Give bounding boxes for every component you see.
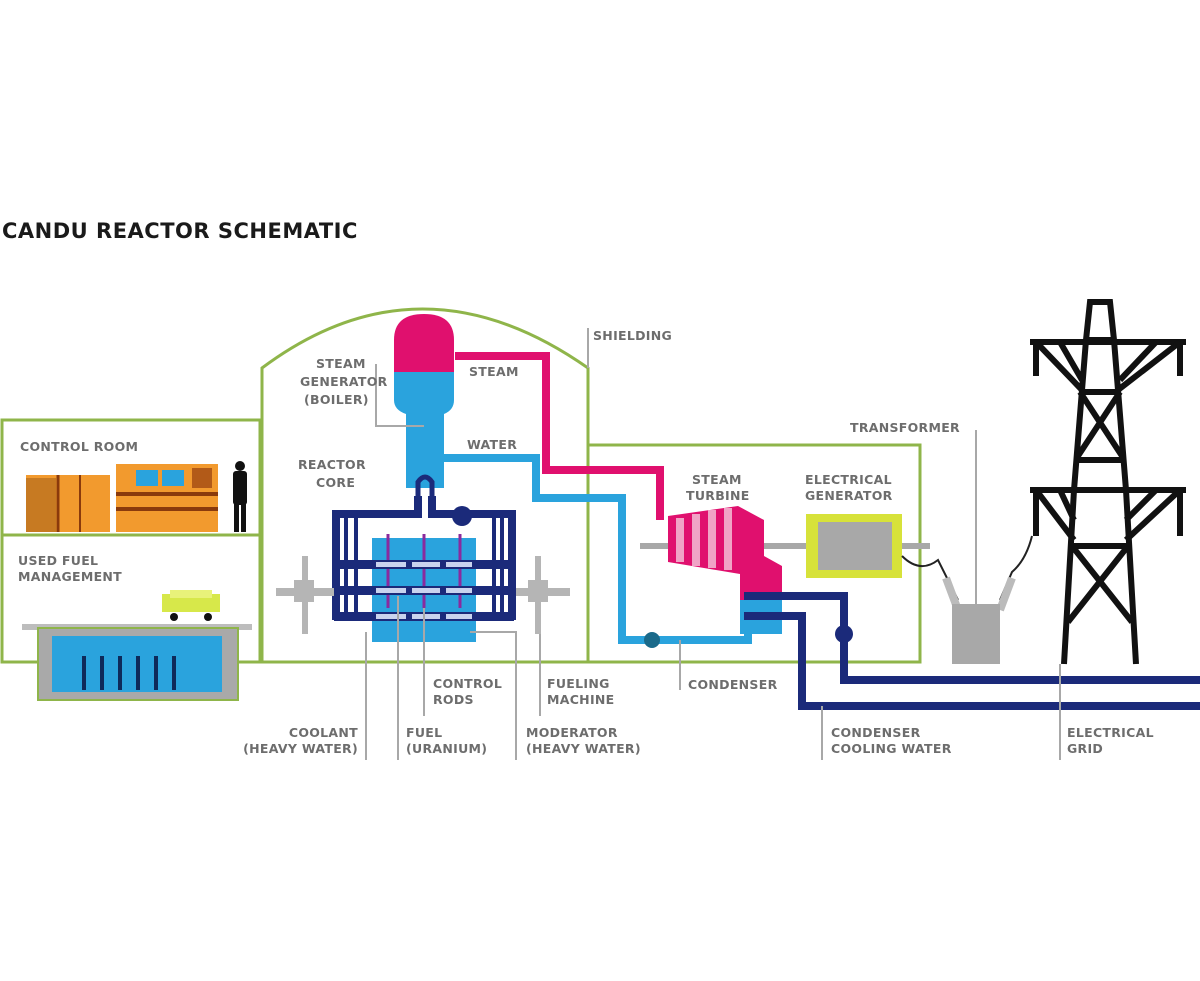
label-moderator-2: (HEAVY WATER)	[526, 741, 641, 756]
label-coolant-2: (HEAVY WATER)	[243, 741, 358, 756]
feedwater-pump-icon	[644, 632, 660, 648]
label-electrical-grid-2: GRID	[1067, 741, 1103, 756]
person-icon	[233, 461, 247, 532]
label-fuel-1: FUEL	[406, 725, 442, 740]
label-steam-turbine-2: TURBINE	[686, 488, 750, 503]
label-steam-generator-2: GENERATOR	[300, 374, 388, 389]
console-screen	[162, 470, 184, 486]
reactor-building-dome	[260, 307, 590, 662]
control-rods	[386, 534, 462, 608]
label-shielding: SHIELDING	[593, 328, 672, 343]
label-condenser-cooling-2: COOLING WATER	[831, 741, 952, 756]
label-steam-generator-3: (BOILER)	[304, 392, 369, 407]
label-control-rods-2: RODS	[433, 692, 474, 707]
steam-generator-steam-section	[394, 314, 454, 372]
cooling-pump-icon	[835, 625, 853, 643]
steam-pipe	[455, 352, 664, 520]
steam-turbine	[640, 506, 930, 648]
component-labels: STEAM GENERATOR (BOILER) REACTOR CORE ST…	[243, 328, 1154, 756]
label-condenser-cooling-1: CONDENSER	[831, 725, 921, 740]
used-fuel-management: USED FUEL MANAGEMENT	[18, 553, 252, 701]
label-electrical-generator-2: GENERATOR	[805, 488, 893, 503]
label-control-rods-1: CONTROL	[433, 676, 502, 691]
leader-lines	[365, 328, 1061, 760]
generator-body	[818, 522, 892, 570]
console-buttons	[192, 468, 212, 488]
cooling-water-inlet-pipe	[744, 612, 1200, 710]
steam-generator	[394, 314, 454, 498]
cabinet-panel	[26, 478, 56, 532]
label-electrical-grid-1: ELECTRICAL	[1067, 725, 1154, 740]
turbine-blades	[676, 508, 732, 570]
control-room: CONTROL ROOM	[20, 439, 247, 532]
label-reactor-core-2: CORE	[316, 475, 355, 490]
label-reactor-core-1: REACTOR	[298, 457, 366, 472]
label-used-fuel-1: USED FUEL	[18, 553, 98, 568]
label-fueling-machine-1: FUELING	[547, 676, 610, 691]
label-steam: STEAM	[469, 364, 519, 379]
label-transformer: TRANSFORMER	[850, 420, 960, 435]
primary-loop-u-tube	[415, 474, 435, 498]
console-screen	[136, 470, 158, 486]
label-water: WATER	[467, 437, 517, 452]
transmission-tower-icon	[1030, 299, 1186, 665]
label-control-room: CONTROL ROOM	[20, 439, 138, 454]
electrical-generator	[806, 514, 902, 578]
coolant-pump-icon	[452, 506, 472, 526]
feedwater-pipe	[440, 454, 752, 644]
label-fueling-machine-2: MACHINE	[547, 692, 615, 707]
spent-fuel-bundles	[82, 656, 176, 690]
label-fuel-2: (URANIUM)	[406, 741, 487, 756]
fueling-machine-left	[276, 556, 334, 634]
label-used-fuel-2: MANAGEMENT	[18, 569, 122, 584]
label-coolant-1: COOLANT	[289, 725, 358, 740]
label-steam-generator-1: STEAM	[316, 356, 366, 371]
label-steam-turbine-1: STEAM	[692, 472, 742, 487]
label-condenser: CONDENSER	[688, 677, 778, 692]
fuel-handling-cart-icon	[162, 590, 220, 621]
label-electrical-generator-1: ELECTRICAL	[805, 472, 892, 487]
diagram-title: CANDU REACTOR SCHEMATIC	[2, 219, 358, 243]
label-moderator-1: MODERATOR	[526, 725, 618, 740]
steam-generator-water-section	[394, 372, 454, 488]
power-cable	[901, 535, 1033, 601]
fueling-machine-right	[516, 556, 570, 634]
